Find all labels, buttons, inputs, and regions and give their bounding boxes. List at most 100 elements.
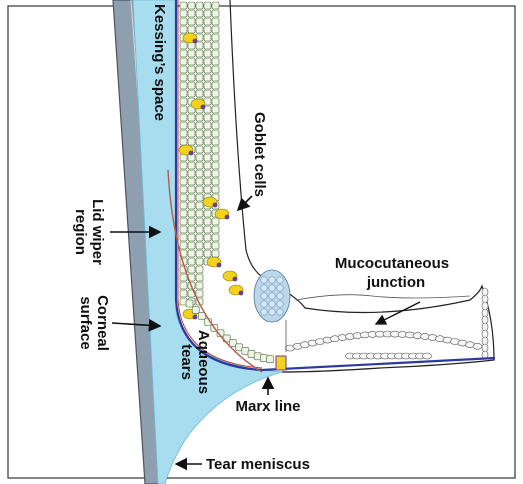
epithelial-cell: [188, 210, 195, 217]
epithelial-cell: [196, 18, 203, 25]
epithelial-cell: [180, 186, 187, 193]
epithelial-cell: [180, 274, 187, 281]
epithelial-cell: [188, 58, 195, 65]
epithelial-cell: [212, 34, 219, 41]
junction-cell: [423, 353, 432, 359]
epithelial-cell: [212, 178, 219, 185]
epithelial-cell: [180, 162, 187, 169]
goblet-nucleus: [213, 203, 218, 208]
epithelial-cell: [180, 2, 187, 9]
epithelial-cell: [188, 266, 195, 273]
epithelial-cell: [196, 250, 203, 257]
gland-cell: [269, 277, 275, 283]
label-goblet-cells: Goblet cells: [251, 112, 268, 197]
epithelial-cell: [212, 162, 219, 169]
epithelial-cell: [188, 226, 195, 233]
epithelial-cell: [180, 290, 187, 297]
epithelial-cell: [196, 146, 203, 153]
basement-membrane-blue: [176, 0, 495, 370]
epithelial-cell: [196, 210, 203, 217]
epithelial-cell: [180, 226, 187, 233]
goblet-nucleus: [193, 315, 198, 320]
label-marx-line: Marx line: [235, 398, 300, 415]
epithelial-cell: [180, 218, 187, 225]
epithelial-cell: [212, 50, 219, 57]
epithelial-cell: [196, 266, 203, 273]
epithelial-cell: [180, 122, 187, 129]
epithelial-cell: [196, 2, 203, 9]
gland-cell: [269, 301, 275, 307]
epithelial-cell: [180, 106, 187, 113]
gland-cell: [261, 277, 267, 283]
epithelial-cell: [180, 90, 187, 97]
label-junction: junction: [366, 274, 425, 291]
goblet-pointer: [238, 196, 252, 210]
epithelial-cell: [196, 10, 203, 17]
epithelial-cell: [188, 242, 195, 249]
gland-cell: [261, 285, 267, 291]
label-kessings-space: Kessing’s space: [151, 4, 168, 121]
goblet-nucleus: [233, 277, 238, 282]
epithelial-cell: [180, 82, 187, 89]
epithelial-cell: [204, 218, 211, 225]
epithelial-cell: [204, 50, 211, 57]
epithelial-cell: [180, 42, 187, 49]
label-surface: surface: [77, 296, 94, 349]
epithelial-cell: [204, 34, 211, 41]
epithelial-cell: [196, 42, 203, 49]
epithelial-cell: [204, 42, 211, 49]
epithelial-cell: [204, 26, 211, 33]
epithelial-cell: [204, 170, 211, 177]
epithelial-cell: [188, 186, 195, 193]
epithelial-cell: [204, 226, 211, 233]
epithelial-cell: [204, 122, 211, 129]
epithelial-cell: [204, 162, 211, 169]
epithelial-cell: [196, 154, 203, 161]
epithelial-cell: [188, 82, 195, 89]
epithelial-cell: [196, 202, 203, 209]
epithelial-cell: [196, 138, 203, 145]
gland-cell: [277, 309, 283, 315]
epithelial-cell: [196, 66, 203, 73]
epithelial-cell: [188, 178, 195, 185]
epithelial-cell: [188, 162, 195, 169]
epithelial-cell: [180, 138, 187, 145]
gland-cell: [261, 293, 267, 299]
epithelial-cell: [212, 66, 219, 73]
epithelial-cell: [180, 202, 187, 209]
epithelial-cell: [186, 300, 193, 307]
epithelial-cell: [212, 234, 219, 241]
epithelial-cell: [196, 274, 203, 281]
epithelial-cell: [204, 138, 211, 145]
epithelial-cell: [212, 250, 219, 257]
label-tear-meniscus: Tear meniscus: [206, 456, 310, 473]
epithelial-cell: [212, 154, 219, 161]
gland-cell: [277, 293, 283, 299]
epithelial-cell: [188, 26, 195, 33]
epithelial-cell: [204, 90, 211, 97]
epithelial-cell: [180, 74, 187, 81]
goblet-nucleus: [201, 105, 206, 110]
epithelial-cell: [204, 242, 211, 249]
epithelial-cell: [180, 66, 187, 73]
epithelial-cell: [212, 82, 219, 89]
goblet-nucleus: [217, 263, 222, 268]
epithelial-cell: [212, 58, 219, 65]
epithelial-cell: [204, 178, 211, 185]
duct-line: [296, 295, 470, 300]
epithelial-cell: [180, 194, 187, 201]
epithelial-cell: [212, 98, 219, 105]
gland-cell: [269, 309, 275, 315]
epithelial-cell: [196, 74, 203, 81]
epithelial-cell: [180, 26, 187, 33]
epithelial-cell: [196, 218, 203, 225]
epithelial-cell: [196, 226, 203, 233]
epithelial-cell: [188, 90, 195, 97]
gland-cell: [261, 309, 267, 315]
epithelial-cell: [196, 178, 203, 185]
marx-line-marker: [276, 356, 286, 370]
epithelial-cell: [204, 146, 211, 153]
epithelial-cell: [196, 234, 203, 241]
epithelial-cell: [180, 210, 187, 217]
epithelial-cell: [196, 114, 203, 121]
